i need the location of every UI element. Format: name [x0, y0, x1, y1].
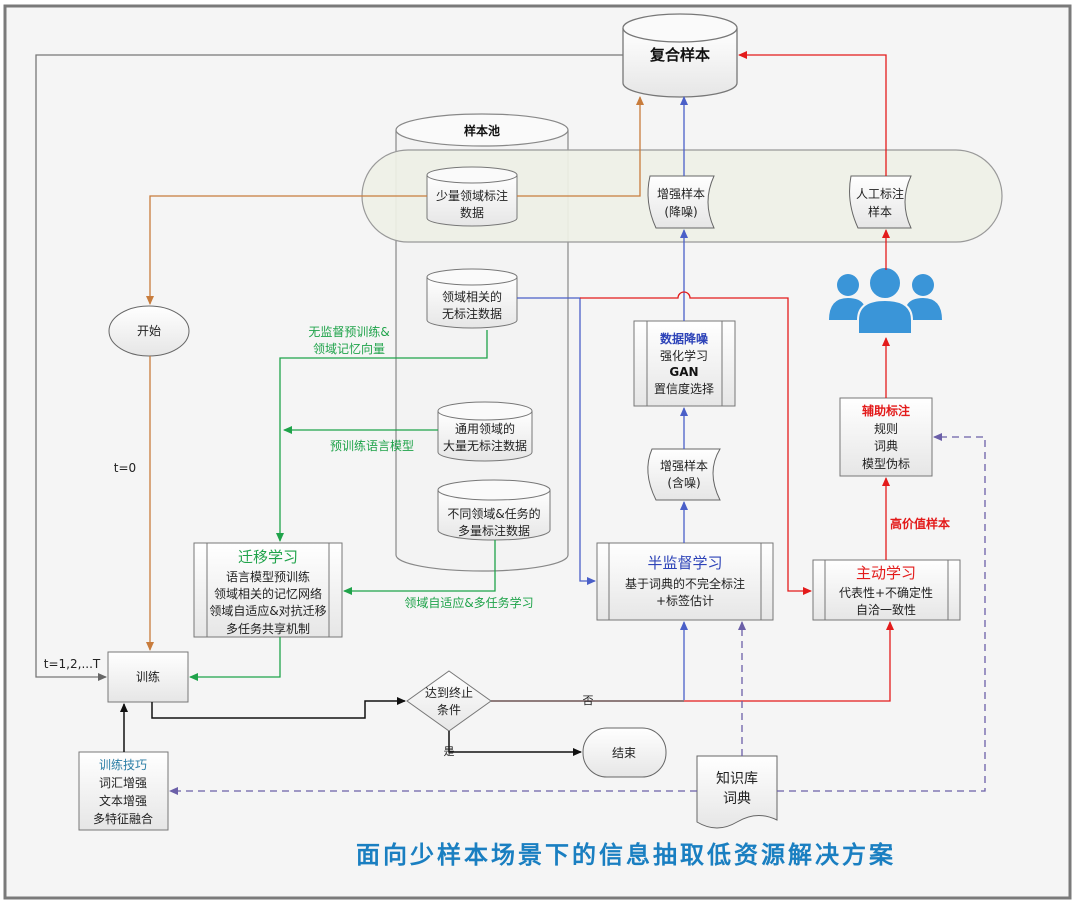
end-label: 结束 [612, 746, 636, 760]
few-labeled-line2: 数据 [460, 205, 484, 220]
diagram-title: 面向少样本场景下的信息抽取低资源解决方案 [356, 841, 896, 869]
transfer-learning-box: 迁移学习 语言模型预训练 领域相关的记忆网络 领域自适应&对抗迁移 多任务共享机… [193, 542, 343, 638]
transfer-to-train-connector [189, 637, 281, 681]
people-group-icon [829, 266, 942, 335]
semi-supervised-line: 基于词典的不完全标注 [625, 576, 745, 591]
data-denoise-box: 数据降噪 强化学习 GAN 置信度选择 [633, 320, 736, 407]
augmented-samples-denoised: 增强样本 (降噪) [647, 175, 715, 229]
few-labeled-line1: 少量领域标注 [436, 188, 508, 203]
training-tricks-line: 词汇增强 [99, 776, 147, 790]
semi-supervised-title: 半监督学习 [647, 554, 722, 572]
unsup-pretrain-label-1: 无监督预训练& [308, 324, 389, 339]
training-tricks-title: 训练技巧 [99, 757, 147, 772]
pretrain-lm-label: 预训练语言模型 [330, 438, 414, 453]
high-value-label: 高价值样本 [890, 516, 950, 531]
manual-labeled-samples: 人工标注 样本 [849, 175, 912, 229]
loop-connector [35, 54, 623, 681]
end-node: 结束 [582, 727, 667, 778]
no-label: 否 [583, 694, 594, 707]
assist-labeling-line: 模型伪标 [862, 457, 910, 471]
data-denoise-line: 置信度选择 [654, 381, 714, 396]
stop-condition-line1: 达到终止 [425, 685, 473, 700]
stop-condition-line2: 条件 [437, 703, 461, 717]
manual-labeled-line1: 人工标注 [856, 186, 904, 201]
domain-adapt-label: 领域自适应&多任务学习 [404, 595, 533, 610]
aug-denoised-line2: (降噪) [664, 205, 697, 219]
knowledge-base-line1: 知识库 [716, 770, 758, 787]
aug-denoised-line1: 增强样本 [657, 186, 705, 201]
general-unlabeled-data-cylinder: 通用领域的 大量无标注数据 [437, 401, 533, 462]
semi-supervised-box: 半监督学习 基于词典的不完全标注 +标签估计 [596, 542, 774, 621]
general-unlabeled-line1: 通用领域的 [455, 421, 515, 436]
manual-to-composite-connector [738, 51, 887, 176]
knowledge-base-line2: 词典 [723, 791, 751, 807]
transfer-learning-line: 领域相关的记忆网络 [214, 586, 322, 601]
data-denoise-line: 强化学习 [660, 348, 708, 363]
composite-samples-label: 复合样本 [649, 46, 710, 64]
train-label: 训练 [136, 669, 160, 684]
training-tricks-line: 多特征融合 [93, 811, 153, 826]
assist-labeling-line: 词典 [874, 439, 898, 453]
data-denoise-line: GAN [669, 365, 698, 379]
knowledge-base-document: 知识库 词典 [696, 755, 778, 829]
train-node: 训练 [107, 651, 189, 703]
kb-to-assist-connector [777, 433, 986, 792]
stop-condition-decision: 达到终止 条件 [406, 670, 492, 732]
transfer-learning-line: 领域自适应&对抗迁移 [209, 603, 326, 618]
assist-labeling-title: 辅助标注 [862, 403, 910, 418]
start-label: 开始 [137, 324, 161, 338]
assist-labeling-line: 规则 [874, 421, 898, 436]
multi-labeled-line1: 不同领域&任务的 [447, 506, 540, 521]
domain-unlabeled-data-cylinder: 领域相关的 无标注数据 [426, 268, 518, 329]
unlabeled-to-active-connector [580, 291, 812, 595]
start-node: 开始 [108, 305, 190, 357]
unsup-pretrain-label-2: 领域记忆向量 [313, 341, 385, 356]
transfer-learning-line: 多任务共享机制 [226, 621, 310, 636]
active-learning-line: 自洽一致性 [856, 603, 916, 617]
few-labeled-data-cylinder: 少量领域标注 数据 [426, 166, 518, 227]
t0-label: t=0 [114, 461, 136, 475]
sample-pool-label: 样本池 [464, 123, 500, 138]
transfer-learning-title: 迁移学习 [238, 548, 298, 566]
multi-labeled-line2: 多量标注数据 [458, 523, 530, 538]
aug-noisy-line2: (含噪) [667, 475, 700, 490]
unsup-pretrain-connector [276, 330, 488, 542]
active-learning-line: 代表性+不确定性 [839, 585, 933, 600]
t-loop-label: t=1,2,...T [44, 657, 101, 671]
composite-samples-cylinder: 复合样本 [622, 13, 738, 98]
semi-supervised-line: +标签估计 [656, 593, 714, 608]
general-unlabeled-line2: 大量无标注数据 [443, 438, 527, 453]
few-labeled-to-start-connector [146, 195, 427, 305]
aug-noisy-line1: 增强样本 [660, 458, 708, 473]
domain-unlabeled-line2: 无标注数据 [442, 306, 502, 321]
training-tricks-line: 文本增强 [99, 793, 147, 808]
active-learning-box: 主动学习 代表性+不确定性 自洽一致性 [812, 559, 961, 621]
unlabeled-to-semi-connector [517, 297, 596, 585]
domain-adapt-connector [343, 540, 496, 595]
domain-unlabeled-line1: 领域相关的 [442, 289, 502, 304]
augmented-samples-noisy: 增强样本 (含噪) [647, 448, 721, 501]
yes-label: 是 [444, 745, 455, 758]
manual-labeled-line2: 样本 [868, 204, 892, 219]
active-learning-title: 主动学习 [856, 564, 916, 582]
few-labeled-to-composite-connector [517, 96, 644, 197]
assist-labeling-box: 辅助标注 规则 词典 模型伪标 [839, 397, 933, 477]
multi-labeled-data-cylinder: 不同领域&任务的 多量标注数据 [437, 479, 551, 541]
yes-to-end-connector [448, 731, 582, 756]
training-tricks-box: 训练技巧 词汇增强 文本增强 多特征融合 [78, 751, 169, 831]
train-to-decision-connector [151, 697, 406, 719]
transfer-learning-line: 语言模型预训练 [226, 569, 310, 584]
data-denoise-title: 数据降噪 [660, 331, 709, 346]
